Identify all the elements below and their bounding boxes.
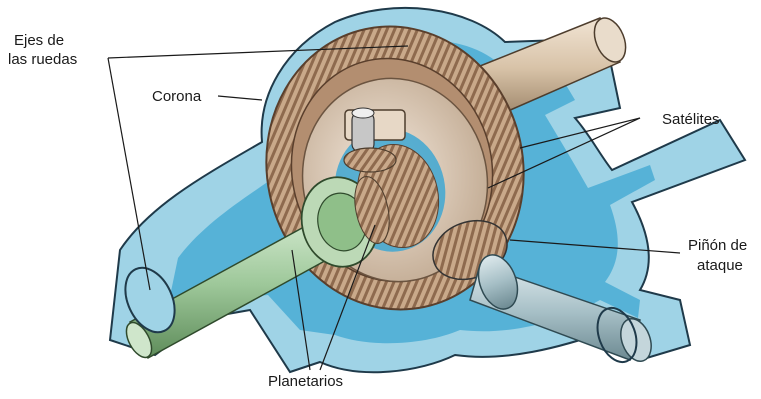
label-crown: Corona bbox=[152, 87, 201, 106]
label-satellites: Satélites bbox=[662, 110, 720, 129]
label-planetary: Planetarios bbox=[268, 372, 343, 391]
label-wheel-axles-line1: Ejes de bbox=[14, 31, 64, 50]
satellite-gear bbox=[344, 108, 405, 172]
label-pinion-line1: Piñón de bbox=[688, 236, 747, 255]
label-pinion-line2: ataque bbox=[697, 256, 743, 275]
label-wheel-axles-line2: las ruedas bbox=[8, 50, 77, 69]
